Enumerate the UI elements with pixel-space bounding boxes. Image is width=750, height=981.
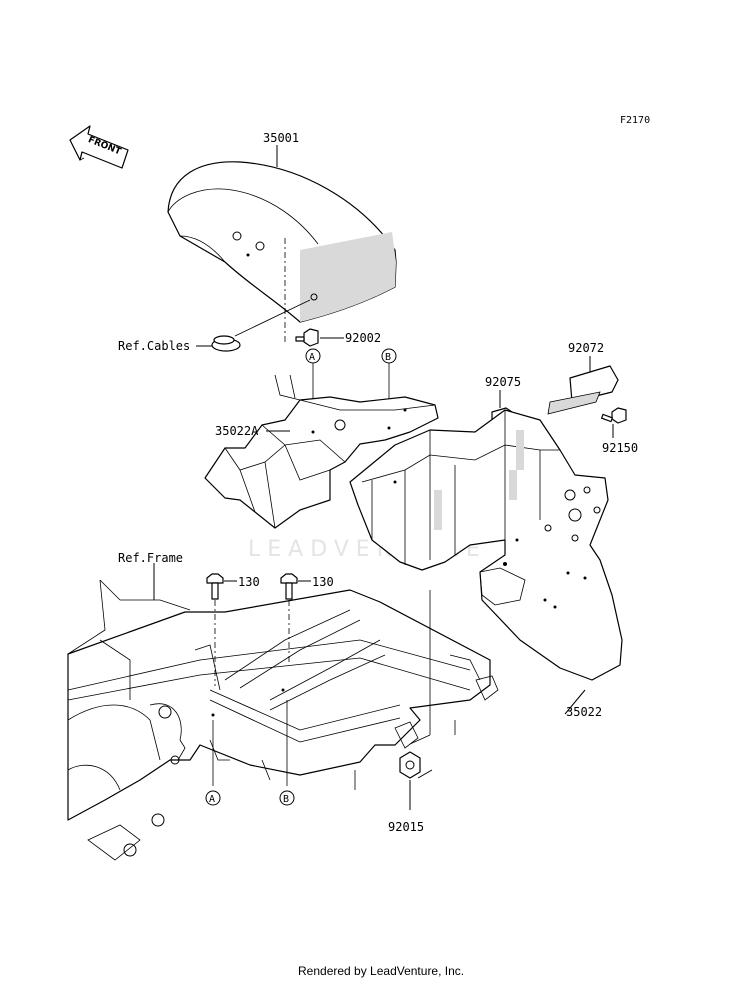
frame — [67, 579, 499, 861]
callout-a-bottom-label: A — [209, 794, 215, 805]
strap-92072[interactable] — [547, 365, 619, 415]
part-label-92002: 92002 — [345, 331, 381, 345]
part-label-92072: 92072 — [568, 341, 604, 355]
bolt-130-right[interactable] — [280, 573, 298, 600]
inner-rear-fender[interactable] — [204, 374, 439, 529]
bolt-130-left[interactable] — [206, 573, 224, 600]
figure-code: F2170 — [620, 115, 650, 126]
cable-grommet — [211, 335, 241, 352]
part-label-130-left: 130 — [238, 575, 260, 589]
nut-92015[interactable] — [399, 751, 421, 779]
footer-credit: Rendered by LeadVenture, Inc. — [298, 964, 464, 978]
part-label-92150: 92150 — [602, 441, 638, 455]
callout-b-bottom — [279, 790, 295, 806]
part-label-130-right: 130 — [312, 575, 334, 589]
callout-b-top-label: B — [385, 352, 391, 363]
part-label-35022: 35022 — [566, 705, 602, 719]
ref-cables-label: Ref.Cables — [118, 339, 190, 353]
callout-a-bottom — [205, 790, 221, 806]
part-label-35001: 35001 — [263, 131, 299, 145]
ref-frame-label: Ref.Frame — [118, 551, 183, 565]
callout-b-bottom-label: B — [283, 794, 289, 805]
bolt-92002[interactable] — [295, 328, 319, 347]
rear-fender[interactable] — [349, 409, 623, 681]
part-label-92075: 92075 — [485, 375, 521, 389]
front-fender[interactable] — [167, 161, 397, 323]
part-label-92015: 92015 — [388, 820, 424, 834]
bolt-92150[interactable] — [601, 407, 627, 424]
part-label-35022a: 35022A — [215, 424, 259, 438]
callout-a-top-label: A — [309, 352, 315, 363]
front-arrow-icon: FRONT — [69, 125, 129, 169]
